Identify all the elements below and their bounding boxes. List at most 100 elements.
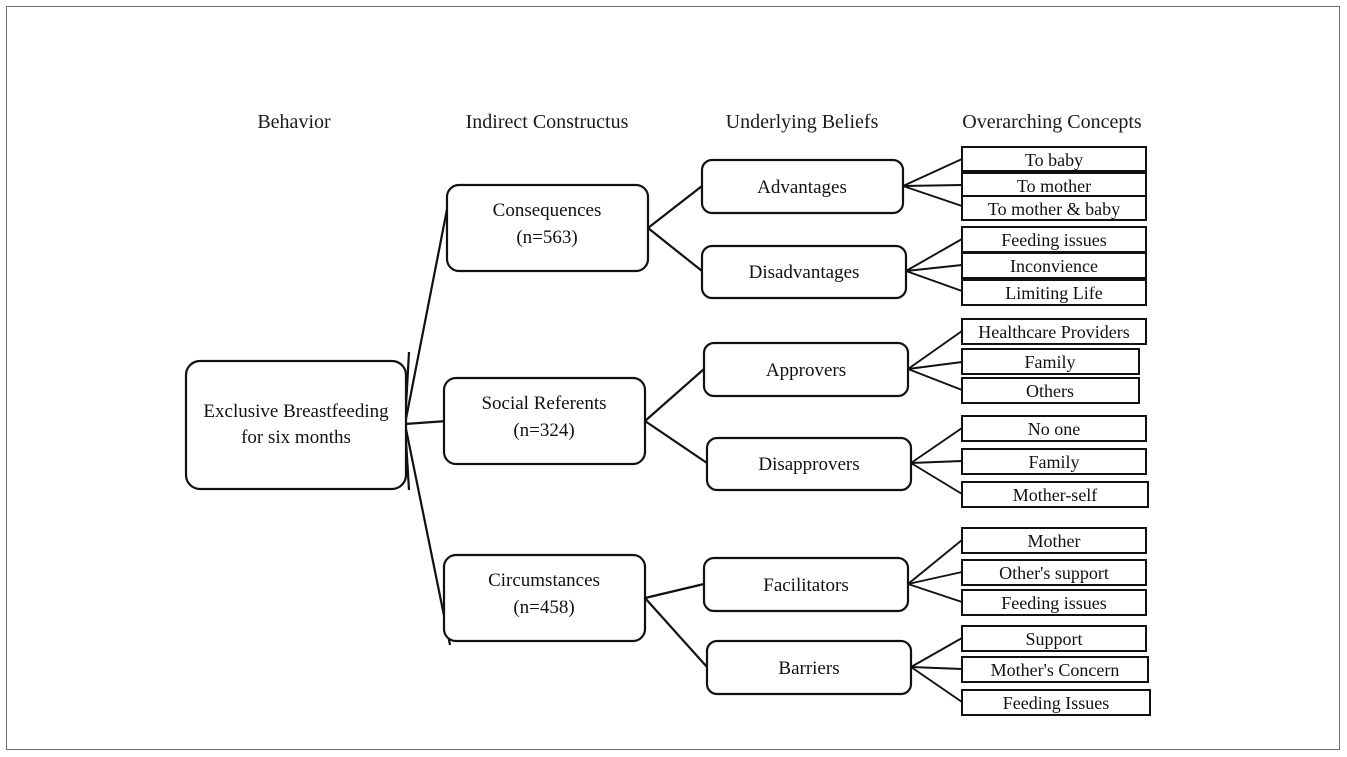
leaf-no-one[interactable]: No one	[961, 415, 1147, 442]
leaf-healthcare-providers-box[interactable]	[961, 318, 1147, 345]
connector-social-referents-to-disapprovers	[644, 420, 708, 464]
leaf-to-mother-and-baby-label: To mother & baby	[988, 199, 1120, 219]
column-header-underlying-beliefs: Underlying Beliefs	[726, 111, 879, 133]
node-consequences-label: Consequences	[493, 200, 602, 221]
node-root-label-line2: for six months	[241, 427, 351, 448]
node-disapprovers[interactable]: Disapprovers	[705, 436, 913, 492]
leaf-group-barriers: Support Mother's Concern Feeding Issues	[961, 625, 1151, 716]
leaf-to-baby[interactable]: To baby	[961, 146, 1147, 172]
leaf-support[interactable]: Support	[961, 625, 1147, 652]
node-social-referents-box[interactable]	[442, 376, 647, 466]
leaf-to-baby-label: To baby	[1025, 150, 1083, 170]
leaf-no-one-box[interactable]	[961, 415, 1147, 442]
leaf-others-support-box[interactable]	[961, 559, 1147, 586]
connector-approvers-to-concept-3	[907, 368, 963, 391]
leaf-healthcare-providers[interactable]: Healthcare Providers	[961, 318, 1147, 345]
leaf-family-disapprovers-box[interactable]	[961, 448, 1147, 475]
leaf-group-disapprovers: No one Family Mother-self	[961, 415, 1149, 508]
node-barriers-box[interactable]	[705, 639, 913, 696]
node-disadvantages-box[interactable]	[700, 244, 908, 300]
leaf-to-baby-box[interactable]	[961, 146, 1147, 172]
leaf-others-support-label: Other's support	[999, 563, 1109, 583]
node-root-label-line1: Exclusive Breastfeeding	[203, 401, 389, 422]
connector-approvers-to-concept-1	[907, 330, 963, 370]
leaf-feeding-issues-facil-box[interactable]	[961, 589, 1147, 616]
connector-consequences-to-advantages	[647, 185, 703, 229]
leaf-mothers-concern-box[interactable]	[961, 656, 1149, 683]
node-barriers[interactable]: Barriers	[705, 639, 913, 696]
leaf-to-mother-and-baby-box[interactable]	[961, 195, 1147, 221]
leaf-mother-self-box[interactable]	[961, 481, 1149, 508]
node-root-box[interactable]	[184, 359, 408, 491]
connector-facilitators-to-concept-1	[907, 539, 963, 585]
node-approvers[interactable]: Approvers	[702, 341, 910, 398]
connector-disapprovers-to-concept-3	[910, 462, 963, 495]
leaf-no-one-label: No one	[1028, 419, 1081, 439]
node-disadvantages[interactable]: Disadvantages	[700, 244, 908, 300]
connector-group-disapprovers	[910, 427, 963, 495]
leaf-to-mother[interactable]: To mother	[961, 172, 1147, 198]
node-disapprovers-box[interactable]	[705, 436, 913, 492]
leaf-mothers-concern[interactable]: Mother's Concern	[961, 656, 1149, 683]
node-facilitators-box[interactable]	[702, 556, 910, 613]
leaf-inconvience-box[interactable]	[961, 252, 1147, 279]
connector-circumstances-to-barriers	[644, 597, 708, 668]
leaf-family-approvers-box[interactable]	[961, 348, 1140, 375]
leaf-feeding-issues-barriers-box[interactable]	[961, 689, 1151, 716]
leaf-mother[interactable]: Mother	[961, 527, 1147, 554]
node-facilitators[interactable]: Facilitators	[702, 556, 910, 613]
connector-group-circumstances	[644, 582, 708, 668]
leaf-mother-box[interactable]	[961, 527, 1147, 554]
connector-group-advantages	[902, 158, 963, 207]
connector-disadvantages-to-concept-1	[905, 238, 963, 272]
connector-advantages-to-concept-1	[902, 158, 963, 187]
connector-root-to-consequences	[403, 193, 452, 425]
leaf-others[interactable]: Others	[961, 377, 1140, 404]
leaf-inconvience-label: Inconvience	[1010, 256, 1098, 276]
leaf-limiting-life-box[interactable]	[961, 279, 1147, 306]
leaf-support-box[interactable]	[961, 625, 1147, 652]
node-barriers-label: Barriers	[778, 658, 839, 679]
leaf-group-approvers: Healthcare Providers Family Others	[961, 318, 1147, 404]
leaf-feeding-issues-disadv[interactable]: Feeding issues	[961, 226, 1147, 253]
column-header-indirect-constructus: Indirect Constructus	[466, 111, 629, 133]
node-advantages[interactable]: Advantages	[700, 158, 905, 215]
connector-group-barriers	[910, 637, 963, 703]
leaf-family-disapprovers[interactable]: Family	[961, 448, 1147, 475]
leaf-mother-label: Mother	[1028, 531, 1081, 551]
leaf-feeding-issues-facil[interactable]: Feeding issues	[961, 589, 1147, 616]
node-consequences[interactable]: Consequences (n=563)	[445, 183, 650, 273]
leaf-others-box[interactable]	[961, 377, 1140, 404]
leaf-family-approvers[interactable]: Family	[961, 348, 1140, 375]
connector-facilitators-to-concept-3	[907, 583, 963, 603]
connector-advantages-to-concept-3	[902, 185, 963, 207]
node-circumstances-box[interactable]	[442, 553, 647, 643]
node-social-referents[interactable]: Social Referents (n=324)	[442, 376, 647, 466]
connector-consequences-to-disadvantages	[647, 227, 703, 272]
leaf-to-mother-label: To mother	[1017, 176, 1091, 196]
leaf-feeding-issues-barriers-label: Feeding Issues	[1003, 693, 1110, 713]
node-social-referents-count: (n=324)	[513, 420, 574, 441]
leaf-group-disadvantages: Feeding issues Inconvience Limiting Life	[961, 226, 1147, 306]
node-social-referents-label: Social Referents	[481, 393, 606, 414]
node-approvers-box[interactable]	[702, 341, 910, 398]
connector-approvers-to-concept-2	[907, 361, 963, 370]
leaf-feeding-issues-barriers[interactable]: Feeding Issues	[961, 689, 1151, 716]
node-circumstances[interactable]: Circumstances (n=458)	[442, 553, 647, 643]
connector-group-facilitators	[907, 539, 963, 603]
leaf-mother-self[interactable]: Mother-self	[961, 481, 1149, 508]
leaf-limiting-life[interactable]: Limiting Life	[961, 279, 1147, 306]
column-header-overarching-concepts: Overarching Concepts	[962, 111, 1142, 133]
leaf-to-mother-box[interactable]	[961, 172, 1147, 198]
connector-disadvantages-to-concept-3	[905, 270, 963, 292]
leaf-feeding-issues-disadv-box[interactable]	[961, 226, 1147, 253]
leaf-others-support[interactable]: Other's support	[961, 559, 1147, 586]
node-consequences-box[interactable]	[445, 183, 650, 273]
connector-advantages-to-concept-2	[902, 184, 963, 187]
leaf-to-mother-and-baby[interactable]: To mother & baby	[961, 195, 1147, 221]
leaf-inconvience[interactable]: Inconvience	[961, 252, 1147, 279]
node-advantages-box[interactable]	[700, 158, 905, 215]
connector-barriers-to-concept-1	[910, 637, 963, 668]
node-exclusive-breastfeeding[interactable]: Exclusive Breastfeeding for six months	[184, 359, 408, 491]
